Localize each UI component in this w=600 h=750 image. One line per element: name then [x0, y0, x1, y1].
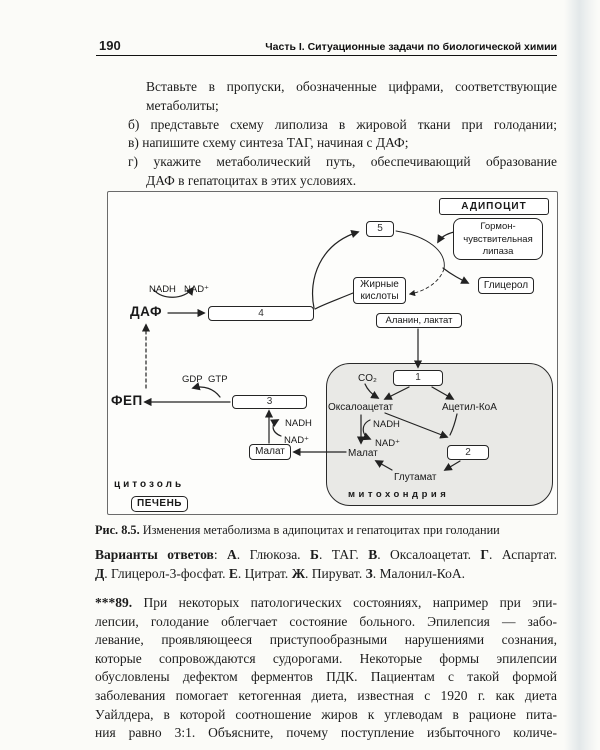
nad-label: NAD⁺: [375, 438, 401, 449]
fatty-acids-box: Жирные кислоты: [353, 277, 406, 304]
malate-cytosol-box: Малат: [249, 444, 291, 460]
box-3: 3: [232, 395, 307, 409]
figure-caption: Рис. 8.5. Изменения метаболизма в адипоц…: [95, 523, 500, 537]
task-item-v: в) напишите схему синтеза ТАГ, начиная с…: [128, 135, 409, 151]
task-item-g: г) укажите метаболический путь, обеспечи…: [128, 154, 557, 170]
nadh-label: NADH: [149, 284, 176, 295]
co2-label: CO₂: [358, 373, 377, 384]
mitochondria-label: митохондрия: [348, 489, 450, 500]
problem-89-line: обусловлены дефектом ферментов ПДК. Паци…: [95, 669, 557, 685]
gdp-label: GDP: [182, 374, 203, 385]
fatty-acids-text: Жирные: [360, 279, 399, 290]
diagram-arrows: [141, 230, 470, 471]
liver-box: ПЕЧЕНЬ: [131, 496, 188, 512]
problem-89-text: При некоторых патологических состояниях,…: [132, 595, 558, 610]
fatty-acids-text: кислоты: [360, 291, 399, 302]
problem-89: ***89. При некоторых патологических сост…: [95, 594, 557, 743]
problem-89-line: Уайлдера, в которой соотношение жиров к …: [95, 706, 557, 722]
hormone-sensitive-lipase-box: Гормон- чувствительная липаза: [453, 218, 543, 260]
problem-89-line: ***89. При некоторых патологических сост…: [95, 594, 557, 613]
nadh-label: NADH: [373, 419, 400, 430]
task-item-b: б) представьте схему липолиза в жировой …: [128, 116, 557, 132]
nad-label: NAD⁺: [184, 284, 210, 295]
answer-options-line: Д. Глицерол-3-фосфат. Е. Цитрат. Ж. Пиру…: [95, 565, 465, 581]
oxaloacetate-label: Оксалоацетат: [328, 402, 394, 413]
gtp-label: GTP: [208, 374, 228, 385]
malate-mito-label: Малат: [348, 448, 378, 459]
box-5: 5: [366, 221, 394, 237]
daf-label: ДАФ: [130, 304, 163, 319]
alanine-lactate-box: Аланин, лактат: [376, 313, 462, 328]
page-number: 190: [99, 38, 121, 53]
problem-89-line: которые сопровождаются судорогами. Некот…: [95, 650, 557, 666]
box-1: 1: [393, 370, 443, 386]
task-line: Вставьте в пропуски, обозначенные цифрам…: [146, 79, 557, 94]
answer-options: Варианты ответов: А. Глюкоза. Б. ТАГ. В.…: [95, 546, 557, 584]
problem-89-line: ния равно 3:1. Объясните, почему поступл…: [95, 725, 557, 741]
task-list: Вставьте в пропуски, обозначенные цифрам…: [95, 78, 557, 191]
box-2: 2: [447, 445, 489, 460]
task-line: метаболиты;: [146, 97, 219, 113]
cytosol-label: цитозоль: [114, 479, 185, 490]
glycerol-box: Глицерол: [478, 277, 534, 294]
page-edge-shading: [564, 0, 598, 750]
task-item-g-cont: ДАФ в гепатоцитах в этих условиях.: [146, 172, 357, 188]
chapter-title: Часть I. Ситуационные задачи по биологич…: [265, 41, 557, 53]
fep-label: ФЕП: [111, 393, 143, 408]
lipase-text: Гормон-: [480, 221, 516, 232]
problem-89-number: ***89.: [95, 595, 133, 610]
adipocyte-label-box: АДИПОЦИТ: [439, 198, 549, 215]
box-4: 4: [208, 306, 314, 321]
problem-89-line: левание, проявляющееся приступообразными…: [95, 632, 557, 648]
problem-89-line: заболевания помогает кетогенная диета, и…: [95, 687, 557, 703]
lipase-text: липаза: [482, 246, 514, 257]
header-rule: [96, 55, 557, 56]
glutamate-label: Глутамат: [394, 472, 437, 483]
answer-options-line: Варианты ответов: А. Глюкоза. Б. ТАГ. В.…: [95, 547, 558, 562]
lipase-text: чувствительная: [463, 233, 533, 245]
figure-8-5-diagram: АДИПОЦИТ 5 Гормон- чувствительная липаза…: [107, 191, 558, 515]
problem-89-line: лепсии, голодание облегчает состояние бо…: [95, 613, 557, 629]
nad-label: NAD⁺: [284, 435, 310, 446]
nadh-label: NADH: [285, 418, 312, 429]
acetyl-coa-label: Ацетил-КоА: [442, 402, 497, 413]
